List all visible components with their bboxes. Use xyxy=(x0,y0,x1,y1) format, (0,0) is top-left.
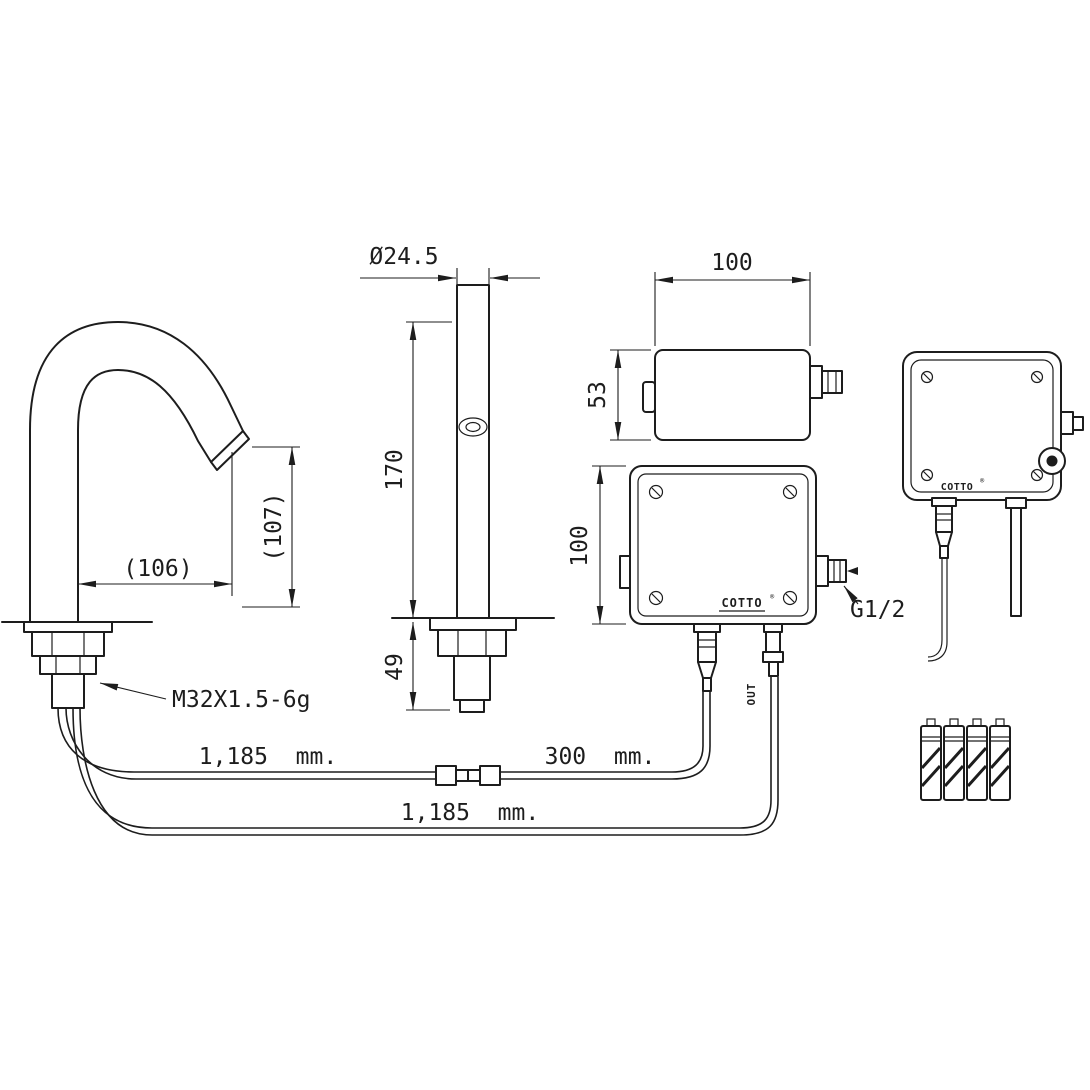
mounting-nut-front xyxy=(437,629,507,657)
dim-spout-reach: (106) xyxy=(123,556,192,582)
sensor-hose-tail-label: 300 mm. xyxy=(545,744,656,770)
outlet-tube xyxy=(1010,507,1022,617)
supply-hose-line xyxy=(72,677,772,829)
mounting-nut xyxy=(31,631,105,657)
dim-box-depth: 53 xyxy=(585,381,611,409)
box-top-connector xyxy=(809,365,823,399)
dim-pipe-height: 170 xyxy=(382,449,408,491)
faucet-side-view xyxy=(1,321,250,709)
inlet-leader-line xyxy=(843,585,859,605)
sensor-plug xyxy=(693,623,721,692)
lock-nut xyxy=(39,655,97,675)
faucet-front-dimensions: Ø24.5 170 49 xyxy=(360,244,540,711)
box-side-inner xyxy=(910,359,1054,493)
inlet-fitting xyxy=(815,555,829,587)
sensor-cable xyxy=(927,558,943,658)
outlet-label: OUT xyxy=(745,683,758,706)
corner-screw xyxy=(648,484,664,500)
corner-screw xyxy=(920,370,934,384)
escutcheon xyxy=(429,617,517,631)
sensor-hose-length-label: 1,185 mm. xyxy=(199,744,337,770)
brand-reg-mark: ® xyxy=(980,477,985,485)
box-front-inner xyxy=(637,473,809,617)
control-box-front-dimensions: 100 G1/2 xyxy=(567,465,905,625)
inlet-flow-arrow-icon xyxy=(847,567,858,575)
dim-pipe-diameter: Ø24.5 xyxy=(369,244,438,270)
battery xyxy=(989,718,1011,801)
brand-logo: COTTO xyxy=(941,482,974,493)
spout-inner-curve xyxy=(77,369,212,623)
sensor-hose-line xyxy=(57,691,704,773)
faucet-side-dimensions: (106) (107) M32X1.5-6g xyxy=(77,446,310,713)
battery xyxy=(966,718,988,801)
thread-spec-label: M32X1.5-6g xyxy=(172,687,310,713)
sensor-window-icon xyxy=(458,417,488,437)
corner-screw xyxy=(1030,468,1044,482)
corner-screw xyxy=(648,590,664,606)
control-box-side-view: COTTO ® xyxy=(902,351,1084,662)
dim-box-width: 100 xyxy=(711,250,753,276)
corner-screw xyxy=(920,468,934,482)
brand-reg-mark: ® xyxy=(770,593,775,601)
base-flange xyxy=(23,621,113,633)
shank-tip xyxy=(459,699,485,713)
sensor-plug xyxy=(931,497,957,559)
corner-screw xyxy=(782,590,798,606)
spout-outer-curve xyxy=(29,321,244,623)
battery xyxy=(943,718,965,801)
spout-pipe xyxy=(456,284,490,619)
threaded-shank xyxy=(51,673,85,709)
shank-front xyxy=(453,655,491,701)
aerator-tip xyxy=(210,430,250,471)
dim-box-height: 100 xyxy=(567,525,593,567)
faucet-front-view xyxy=(391,284,555,713)
inlet-thread-label: G1/2 xyxy=(850,597,905,623)
corner-screw xyxy=(782,484,798,500)
outlet-tube-fitting xyxy=(1005,497,1027,509)
hose-coupler xyxy=(435,765,501,786)
dim-spout-height: (107) xyxy=(261,492,287,561)
brand-logo: COTTO xyxy=(721,596,762,610)
hoses: 1,185 mm. 300 mm. 1,185 mm. xyxy=(57,677,779,836)
box-top-outline xyxy=(654,349,811,441)
box-top-left-boss xyxy=(642,381,656,413)
side-port-fitting xyxy=(1060,411,1074,435)
control-box-top-view xyxy=(642,349,843,441)
battery-pack xyxy=(920,718,1011,801)
supply-hose-length-label: 1,185 mm. xyxy=(401,800,539,826)
control-box-front-view: COTTO ® OUT xyxy=(619,465,858,706)
battery xyxy=(920,718,942,801)
thread-leader-line xyxy=(99,682,167,700)
control-box-top-dimensions: 100 53 xyxy=(585,250,811,441)
corner-screw xyxy=(1030,370,1044,384)
box-front-left-boss xyxy=(619,555,631,589)
dim-shank-length: 49 xyxy=(382,653,408,681)
outlet-fitting xyxy=(762,623,784,677)
